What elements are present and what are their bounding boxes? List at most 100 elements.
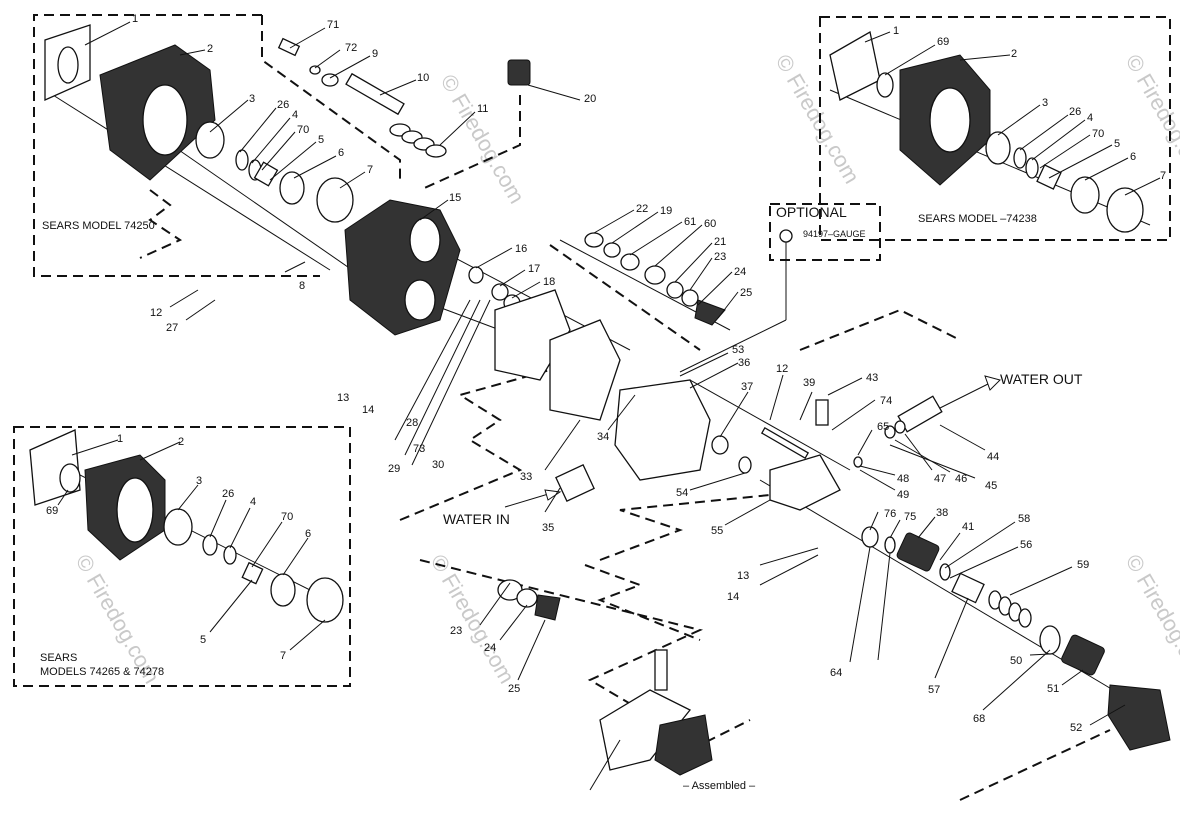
watermark-1: © Firedog.com <box>436 70 530 208</box>
top-right-assembly <box>829 30 1144 233</box>
callout-bl-4: 4 <box>250 496 256 508</box>
watermark-5: © Firedog.com <box>426 550 520 688</box>
callout-72: 72 <box>345 42 357 54</box>
optional-gauge-part: 94197–GAUGE <box>803 229 866 239</box>
assembled-label: – Assembled – <box>683 780 756 792</box>
callout-4: 4 <box>292 109 298 121</box>
callout-24: 24 <box>734 266 746 278</box>
callout-24b: 24 <box>484 642 496 654</box>
valve-gasket <box>549 319 621 421</box>
callout-10: 10 <box>417 72 429 84</box>
plunger <box>345 72 405 116</box>
callout-27: 27 <box>166 322 178 334</box>
callout-8: 8 <box>299 280 305 292</box>
bottom-left-assembly <box>29 429 344 623</box>
piston-housing <box>896 532 940 572</box>
model-box-top-right: SEARS MODEL –74238 <box>819 16 1171 241</box>
callout-5: 5 <box>318 134 324 146</box>
callout-12b: 12 <box>776 363 788 375</box>
watermark-group: © Firedog.com © Firedog.com © Firedog.co… <box>71 50 1180 688</box>
callout-60: 60 <box>704 218 716 230</box>
pump-housing <box>344 199 752 502</box>
callout-50: 50 <box>1010 655 1022 667</box>
callout-43: 43 <box>866 372 878 384</box>
callout-tr-1: 1 <box>893 25 899 37</box>
adjust-nut <box>1061 634 1105 676</box>
callout-49: 49 <box>897 489 909 501</box>
callout-14: 14 <box>362 404 374 416</box>
unloader-body <box>769 454 841 511</box>
callout-bl-70: 70 <box>281 511 293 523</box>
box-title-74265-line1: SEARS <box>40 652 77 664</box>
callout-61: 61 <box>684 216 696 228</box>
callout-3: 3 <box>249 93 255 105</box>
callout-58: 58 <box>1018 513 1030 525</box>
valve-stack-lower <box>497 579 561 621</box>
callout-55: 55 <box>711 525 723 537</box>
callout-23: 23 <box>714 251 726 263</box>
gauge-icon <box>779 229 793 243</box>
callout-21: 21 <box>714 236 726 248</box>
callout-36: 36 <box>738 357 750 369</box>
callout-71: 71 <box>327 19 339 31</box>
callout-22: 22 <box>636 203 648 215</box>
bearing-race <box>316 177 354 223</box>
spring <box>389 123 447 158</box>
model-box-bottom-left: SEARS MODELS 74265 & 74278 <box>13 426 351 687</box>
callout-bl-5: 5 <box>200 634 206 646</box>
callout-54: 54 <box>676 487 688 499</box>
callout-bl-7: 7 <box>280 650 286 662</box>
callout-29: 29 <box>388 463 400 475</box>
callout-7: 7 <box>367 164 373 176</box>
callout-11: 11 <box>477 103 488 115</box>
callout-68: 68 <box>973 713 985 725</box>
unloader-assembly <box>760 395 1171 751</box>
callout-bl-2: 2 <box>178 436 184 448</box>
callout-tr-7: 7 <box>1160 170 1166 182</box>
watermark-6: © Firedog.com <box>1121 550 1180 688</box>
callout-6: 6 <box>338 147 344 159</box>
box-title-74265-line2: MODELS 74265 & 74278 <box>40 666 164 678</box>
callout-9: 9 <box>372 48 378 60</box>
water-inlet-fitting <box>555 464 595 502</box>
callout-45: 45 <box>985 480 997 492</box>
callout-30: 30 <box>432 459 444 471</box>
callout-13: 13 <box>337 392 349 404</box>
callout-tr-6: 6 <box>1130 151 1136 163</box>
callout-labels: 1 2 3 26 4 70 5 6 7 8 12 27 71 72 9 10 1… <box>46 13 1166 734</box>
callout-51: 51 <box>1047 683 1059 695</box>
callout-44: 44 <box>987 451 999 463</box>
callout-53: 53 <box>732 344 744 356</box>
callout-34: 34 <box>597 431 609 443</box>
callout-64: 64 <box>830 667 842 679</box>
callout-48: 48 <box>897 473 909 485</box>
callout-59: 59 <box>1077 559 1089 571</box>
callout-65: 65 <box>877 421 889 433</box>
callout-70: 70 <box>297 124 309 136</box>
callout-37: 37 <box>741 381 753 393</box>
water-in-label: WATER IN <box>443 511 510 527</box>
callout-13b: 13 <box>737 570 749 582</box>
callout-52: 52 <box>1070 722 1082 734</box>
nipple-fitting <box>815 399 829 426</box>
callout-15: 15 <box>449 192 461 204</box>
callout-1: 1 <box>132 13 138 25</box>
callout-tr-3: 3 <box>1042 97 1048 109</box>
callout-2: 2 <box>207 43 213 55</box>
callout-bl-26: 26 <box>222 488 234 500</box>
callout-33: 33 <box>520 471 532 483</box>
box-title-74238: SEARS MODEL –74238 <box>918 213 1037 225</box>
callout-tr-70: 70 <box>1092 128 1104 140</box>
callout-73: 73 <box>413 443 425 455</box>
callout-47: 47 <box>934 473 946 485</box>
callout-17: 17 <box>528 263 540 275</box>
callout-14b: 14 <box>727 591 739 603</box>
callout-76: 76 <box>884 508 896 520</box>
manifold-head <box>614 379 711 481</box>
callout-bl-3: 3 <box>196 475 202 487</box>
top-left-assembly <box>44 24 354 223</box>
callout-74: 74 <box>880 395 892 407</box>
callout-18: 18 <box>543 276 555 288</box>
callout-12: 12 <box>150 307 162 319</box>
callout-56: 56 <box>1020 539 1032 551</box>
